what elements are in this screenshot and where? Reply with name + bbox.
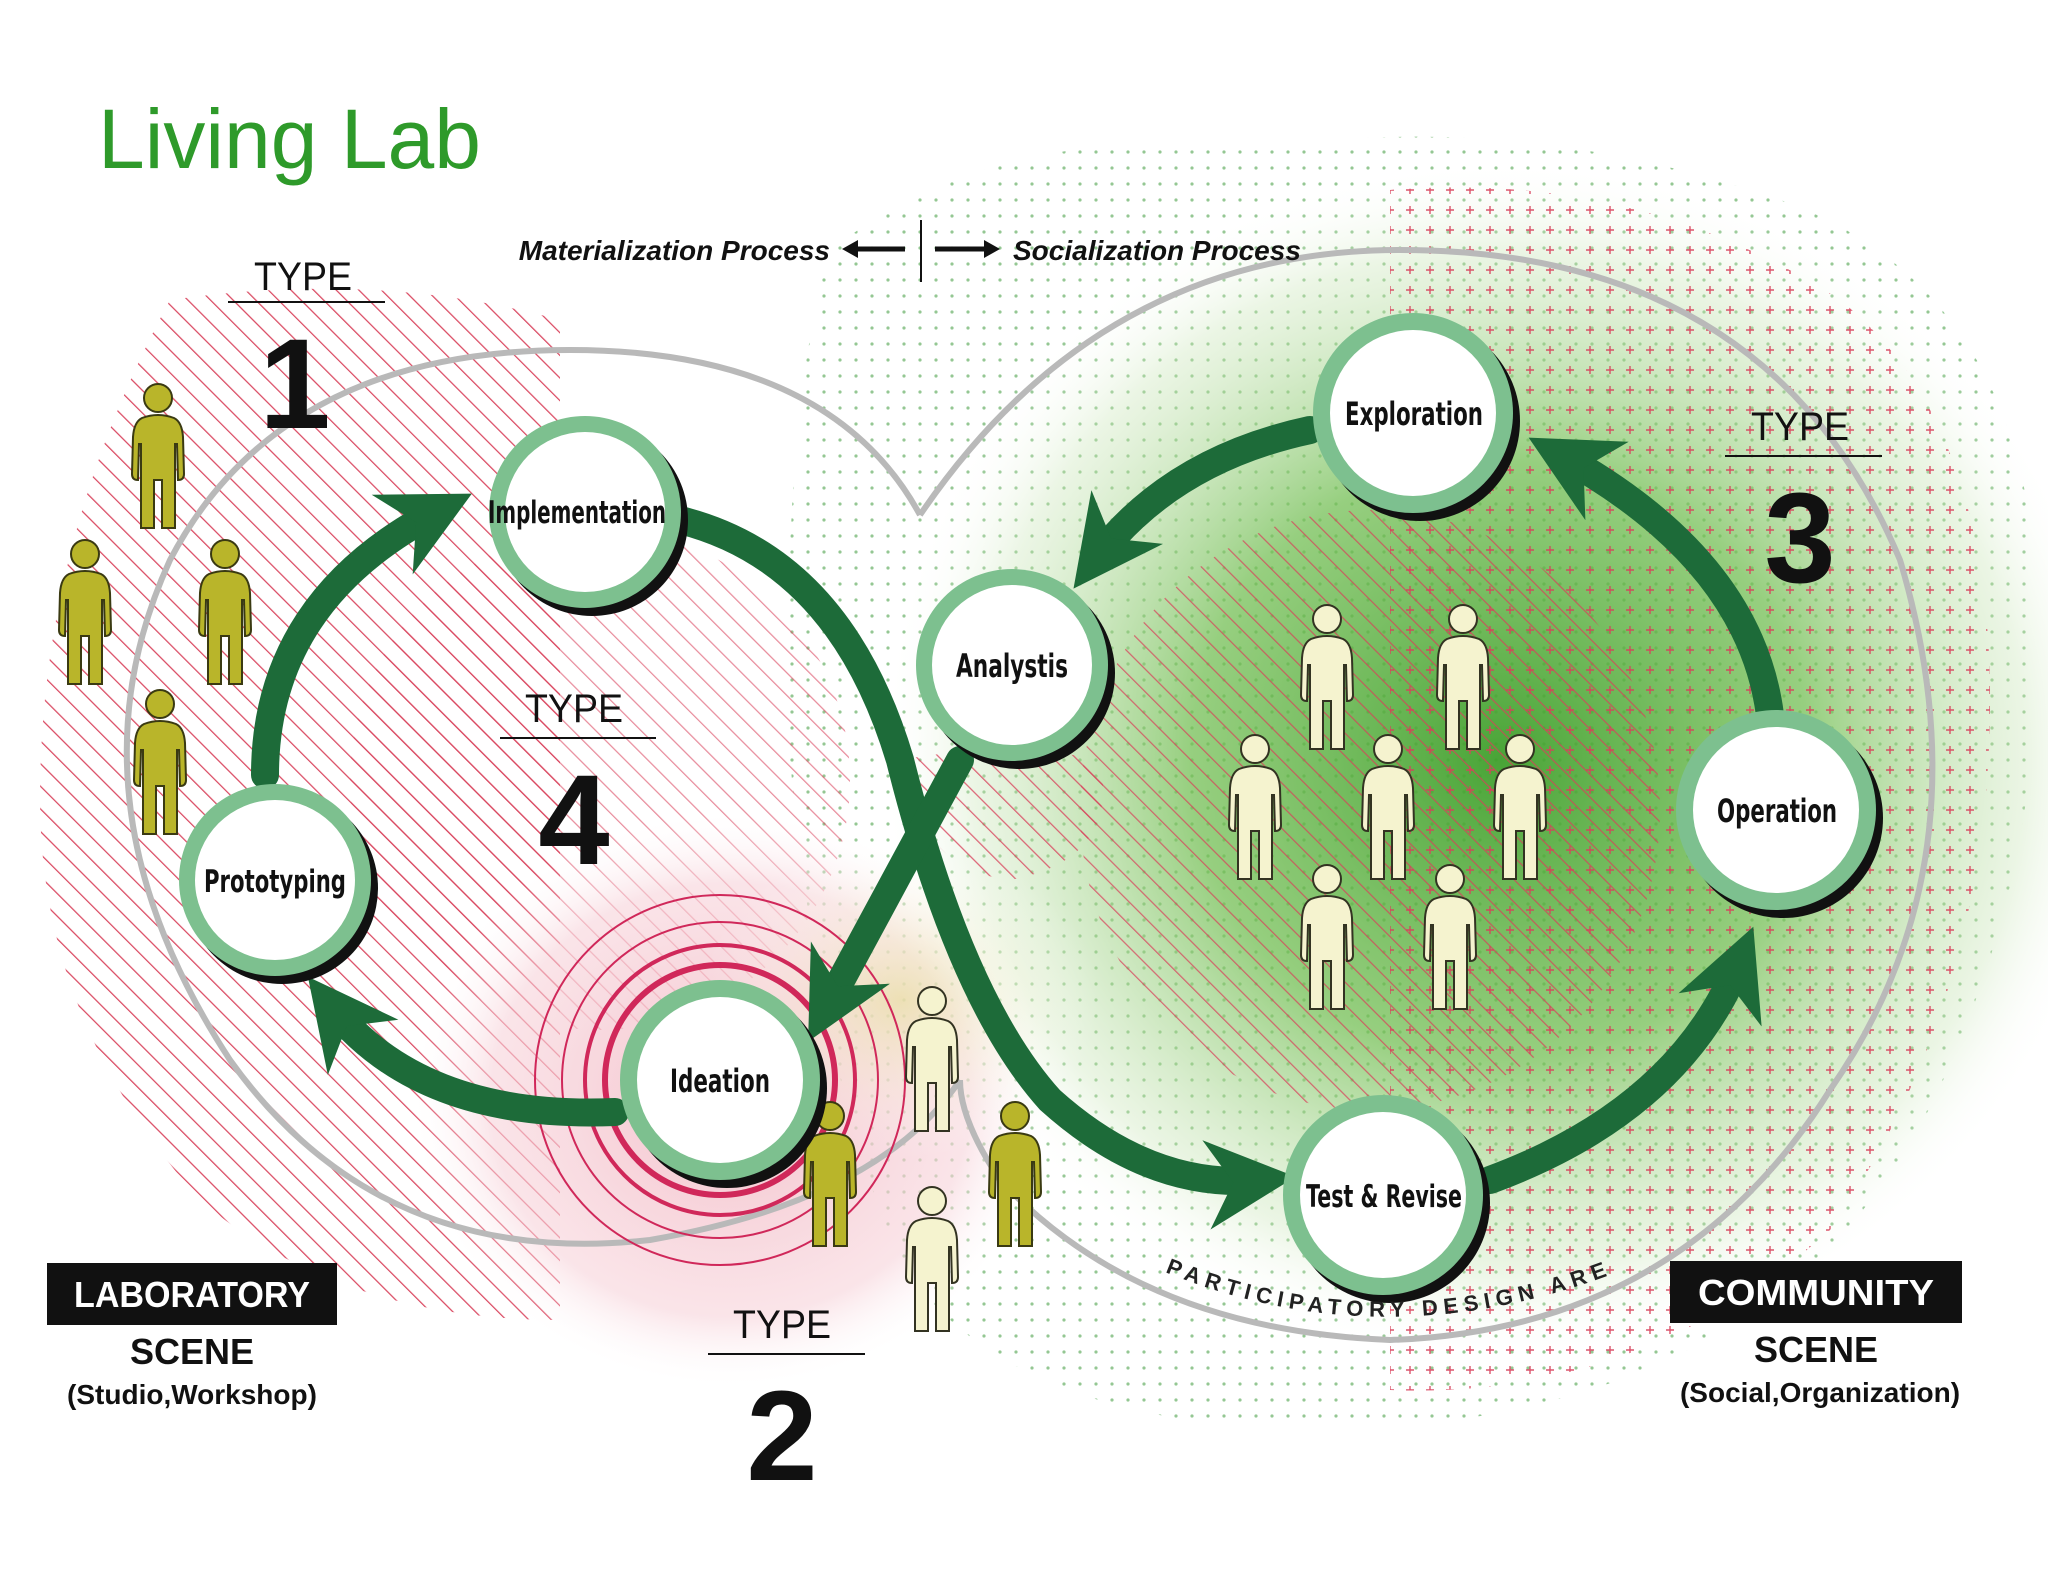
arrow-exploration-to-analysis xyxy=(1073,416,1324,589)
node-analysis-label: Analystis xyxy=(956,647,1068,685)
arrow-test-revise-to-operation xyxy=(1476,926,1762,1194)
node-ideation: Ideation xyxy=(620,980,827,1188)
node-prototyping: Prototyping xyxy=(179,784,378,984)
type-3-label: TYPE 3 xyxy=(1725,405,1882,610)
community-scene-label: COMMUNITY SCENE (Social,Organization) xyxy=(1670,1261,1962,1408)
svg-text:SCENE: SCENE xyxy=(130,1331,254,1372)
svg-text:3: 3 xyxy=(1764,467,1835,610)
node-operation-label: Operation xyxy=(1717,792,1837,830)
node-operation: Operation xyxy=(1676,710,1883,918)
arrow-analysis-to-ideation xyxy=(808,746,974,1042)
type-2-label: TYPE 2 xyxy=(708,1303,865,1508)
node-test-revise-label: Test & Revise xyxy=(1306,1179,1462,1215)
svg-text:TYPE: TYPE xyxy=(254,255,352,299)
svg-text:(Social,Organization): (Social,Organization) xyxy=(1680,1377,1960,1408)
arrow-operation-to-exploration xyxy=(1528,437,1784,729)
node-exploration-label: Exploration xyxy=(1345,395,1483,433)
arrow-prototyping-to-implementation xyxy=(251,493,472,789)
svg-text:TYPE: TYPE xyxy=(525,687,623,731)
socialization-process-label: Socialization Process xyxy=(1013,235,1301,266)
ideation-target-rings xyxy=(534,894,906,1266)
svg-text:TYPE: TYPE xyxy=(733,1303,831,1347)
node-prototyping-label: Prototyping xyxy=(204,864,346,900)
materialization-process-label: Materialization Process xyxy=(519,235,830,266)
node-ideation-label: Ideation xyxy=(670,1062,770,1100)
type-1-label: TYPE 1 xyxy=(228,255,385,456)
svg-text:SCENE: SCENE xyxy=(1754,1329,1878,1370)
node-test-revise: Test & Revise xyxy=(1283,1095,1490,1303)
svg-text:COMMUNITY: COMMUNITY xyxy=(1698,1272,1934,1313)
type-4-label: TYPE 4 xyxy=(500,687,656,892)
node-exploration: Exploration xyxy=(1313,313,1520,521)
infinity-outline xyxy=(123,246,1936,1344)
arrow-implementation-to-test-revise xyxy=(666,506,1296,1230)
laboratory-scene-label: LABORATORY SCENE (Studio,Workshop) xyxy=(47,1263,337,1410)
page-title: Living Lab xyxy=(98,92,481,186)
node-implementation: Implementation xyxy=(488,416,688,616)
node-analysis: Analystis xyxy=(916,569,1115,769)
svg-text:(Studio,Workshop): (Studio,Workshop) xyxy=(67,1379,317,1410)
process-axis: Materialization Process Socialization Pr… xyxy=(519,220,1301,282)
svg-text:1: 1 xyxy=(259,313,330,456)
svg-text:TYPE: TYPE xyxy=(1751,405,1849,449)
svg-text:LABORATORY: LABORATORY xyxy=(74,1274,310,1315)
process-arrows xyxy=(251,416,1784,1230)
arrow-ideation-to-prototyping xyxy=(307,976,629,1127)
node-implementation-label: Implementation xyxy=(488,495,666,531)
svg-text:4: 4 xyxy=(538,749,609,892)
svg-text:2: 2 xyxy=(746,1365,817,1508)
